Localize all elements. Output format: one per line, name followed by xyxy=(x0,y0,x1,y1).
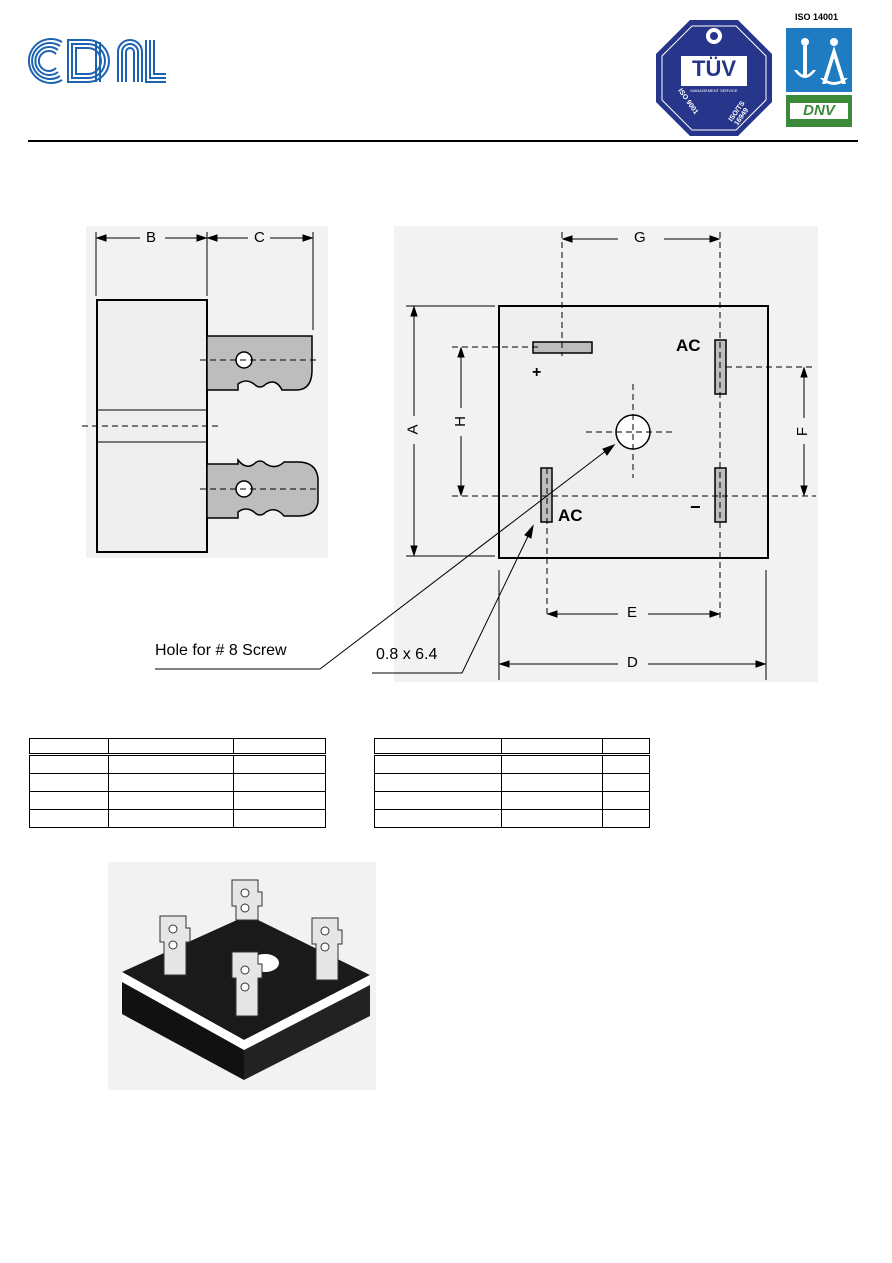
iso14001-label: ISO 14001 xyxy=(795,12,839,22)
table-header-row xyxy=(29,738,326,756)
anchor-icon xyxy=(786,28,852,127)
terminal-size-callout-label: 0.8 x 6.4 xyxy=(376,646,438,663)
pin-ac-bottom-label: AC xyxy=(558,506,583,525)
dimension-g-label: G xyxy=(634,229,646,246)
dimension-d-label: D xyxy=(627,654,638,671)
table-header-row xyxy=(374,738,650,756)
company-logo xyxy=(27,38,166,84)
dimension-b-label: B xyxy=(146,229,157,246)
header-divider xyxy=(28,140,858,142)
side-view-drawing xyxy=(82,226,328,558)
table-row xyxy=(29,809,326,828)
tuv-certification-badge xyxy=(656,20,772,136)
table-row xyxy=(374,754,650,774)
tuv-badge-sub: MANAGEMENT SERVICE xyxy=(690,88,738,93)
dimension-c-label: C xyxy=(254,229,265,246)
dnv-label: DNV xyxy=(803,102,835,119)
pin-ac-top-label: AC xyxy=(676,336,701,355)
tuv-badge-main: TÜV xyxy=(692,56,736,81)
table-row xyxy=(374,809,650,828)
dimension-e-label: E xyxy=(627,604,638,621)
pin-plus-label: + xyxy=(532,364,542,381)
top-view-drawing xyxy=(155,226,818,682)
pin-minus-label: − xyxy=(690,497,701,517)
dimension-table-left xyxy=(29,738,326,828)
dimension-table-right xyxy=(374,738,650,828)
table-row xyxy=(374,773,650,792)
hole-callout-label: Hole for # 8 Screw xyxy=(155,642,287,659)
